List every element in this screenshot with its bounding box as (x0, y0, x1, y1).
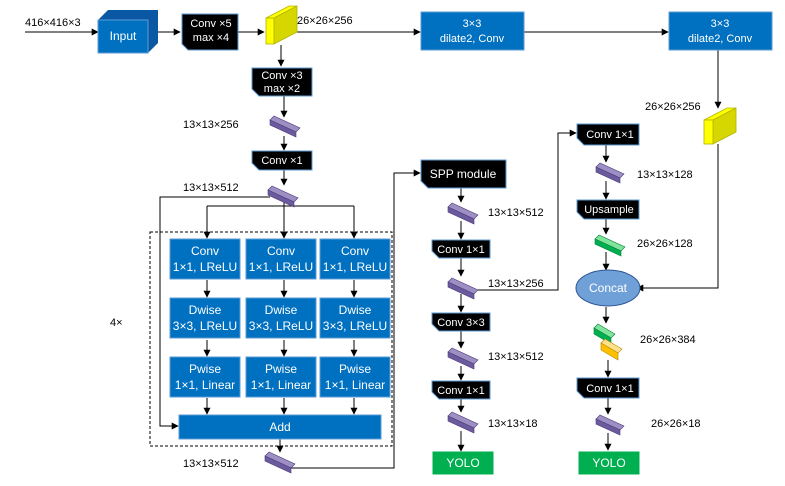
concat-node: Concat (575, 269, 641, 307)
concat-label: Concat (589, 281, 628, 295)
branch-pwise-title: Pwise (339, 362, 371, 376)
branch-pwise-block-1: Pwise 1×1, Linear (169, 356, 241, 398)
right-conv1a-dims: 13×13×128 (637, 169, 693, 181)
yolo-head-26: YOLO (578, 451, 640, 475)
dilate2-line1: 3×3 (711, 18, 730, 30)
branch-conv-title: Conv (191, 244, 219, 258)
input-label: Input (110, 29, 137, 43)
connectors (25, 28, 722, 469)
branch-dwise-title: Dwise (265, 303, 298, 317)
mid-conv1-block-a: Conv 1×1 (431, 239, 491, 259)
backbone-conv5-block: Conv ×5 max ×4 (181, 13, 239, 51)
dilate2-line2: dilate2, Conv (688, 33, 753, 45)
concat-dims: 26×26×384 (640, 334, 696, 346)
mid-conv1b-label: Conv 1×1 (437, 385, 484, 397)
branch-conv-sub: 1×1, LReLU (323, 260, 387, 274)
branch-pwise-block-3: Pwise 1×1, Linear (319, 356, 391, 398)
dilate1-line2: dilate2, Conv (440, 33, 505, 45)
branch-dwise-block-3: Dwise 3×3, LReLU (319, 297, 391, 339)
branch-dwise-sub: 3×3, LReLU (173, 319, 237, 333)
feat3-dims: 13×13×512 (183, 182, 239, 194)
input-dims: 416×416×3 (25, 17, 81, 29)
branch-pwise-title: Pwise (265, 362, 297, 376)
spp-dims: 13×13×512 (488, 207, 544, 219)
feature-bar-purple (447, 411, 479, 434)
branch-dwise-title: Dwise (189, 303, 222, 317)
mid-conv3-label: Conv 3×3 (437, 317, 484, 329)
backbone-conv1-block: Conv ×1 (251, 150, 313, 171)
dilate-conv-block-1: 3×3 dilate2, Conv (420, 11, 525, 51)
backbone-conv5-line1: Conv ×5 (190, 18, 231, 30)
branch-conv-sub: 1×1, LReLU (249, 260, 313, 274)
right-conv1-block-a: Conv 1×1 (576, 123, 640, 146)
right-dilate-dims: 26×26×256 (645, 101, 701, 113)
branch-conv-title: Conv (341, 244, 369, 258)
branch-conv-title: Conv (267, 244, 295, 258)
branch-pwise-title: Pwise (189, 362, 221, 376)
branch-conv-block-2: Conv 1×1, LReLU (245, 238, 317, 280)
feature-bar-purple (595, 414, 625, 436)
feature-bar-purple (447, 277, 479, 300)
branch-pwise-block-2: Pwise 1×1, Linear (245, 356, 317, 398)
backbone-conv3-line2: max ×2 (264, 83, 300, 95)
right-conv1b-dims: 26×26×18 (651, 418, 701, 430)
feature-cube-yellow-right (703, 107, 737, 145)
dilate-conv-block-2: 3×3 dilate2, Conv (668, 11, 773, 51)
mid-conv3-dims: 13×13×512 (488, 351, 544, 363)
add-block: Add (178, 414, 382, 440)
branch-pwise-sub: 1×1, Linear (251, 378, 311, 392)
feature-bar-purple (264, 451, 296, 474)
feature-cube-yellow-top (265, 5, 298, 45)
branch-conv-block-1: Conv 1×1, LReLU (169, 238, 241, 280)
feature-bar-purple (595, 162, 625, 184)
dilate1-line1: 3×3 (463, 18, 482, 30)
repeat-group-box (149, 231, 393, 447)
right-conv1-block-b: Conv 1×1 (576, 377, 640, 399)
branch-dwise-block-1: Dwise 3×3, LReLU (169, 297, 241, 339)
feature-bar-purple (447, 202, 479, 225)
spp-module-block: SPP module (420, 159, 507, 189)
mid-conv1b-dims: 13×13×18 (488, 418, 538, 430)
yolo-head-13: YOLO (432, 451, 494, 475)
feature-bar-purple (267, 185, 299, 208)
repeat-label: 4× (110, 317, 123, 329)
branch-dwise-block-2: Dwise 3×3, LReLU (245, 297, 317, 339)
yolo-label-mid: YOLO (446, 456, 479, 470)
feat2-dims: 13×13×256 (183, 119, 239, 131)
upsample-block: Upsample (576, 199, 640, 220)
branch-conv-sub: 1×1, LReLU (173, 260, 237, 274)
input-block: Input (97, 10, 158, 54)
feature-bar-purple (447, 347, 479, 370)
branch-pwise-sub: 1×1, Linear (325, 378, 385, 392)
add-label: Add (269, 420, 290, 434)
backbone-conv3-line1: Conv ×3 (261, 70, 302, 82)
mid-conv1-block-b: Conv 1×1 (431, 380, 491, 400)
branch-pwise-sub: 1×1, Linear (175, 378, 235, 392)
feat1-dims: 26×26×256 (297, 15, 353, 27)
branch-dwise-sub: 3×3, LReLU (249, 319, 313, 333)
upsample-label: Upsample (584, 204, 634, 216)
right-conv1a-label: Conv 1×1 (586, 129, 633, 141)
right-conv1b-label: Conv 1×1 (586, 383, 633, 395)
spp-label: SPP module (430, 167, 497, 181)
mid-conv1a-dims: 13×13×256 (488, 278, 544, 290)
backbone-conv5-line2: max ×4 (193, 32, 229, 44)
feature-bar-green (594, 234, 626, 257)
feature-concat-stack (593, 323, 623, 361)
backbone-conv3-block: Conv ×3 max ×2 (251, 67, 313, 97)
branch-out-dims: 13×13×512 (183, 458, 239, 470)
yolo-label-right: YOLO (592, 456, 625, 470)
upsample-dims: 26×26×128 (637, 238, 693, 250)
branch-dwise-title: Dwise (339, 303, 372, 317)
branch-dwise-sub: 3×3, LReLU (323, 319, 387, 333)
backbone-conv1-label: Conv ×1 (261, 155, 302, 167)
mid-conv3-block: Conv 3×3 (431, 312, 491, 332)
feature-bar-purple (269, 115, 301, 138)
mid-conv1a-label: Conv 1×1 (437, 244, 484, 256)
branch-conv-block-3: Conv 1×1, LReLU (319, 238, 391, 280)
